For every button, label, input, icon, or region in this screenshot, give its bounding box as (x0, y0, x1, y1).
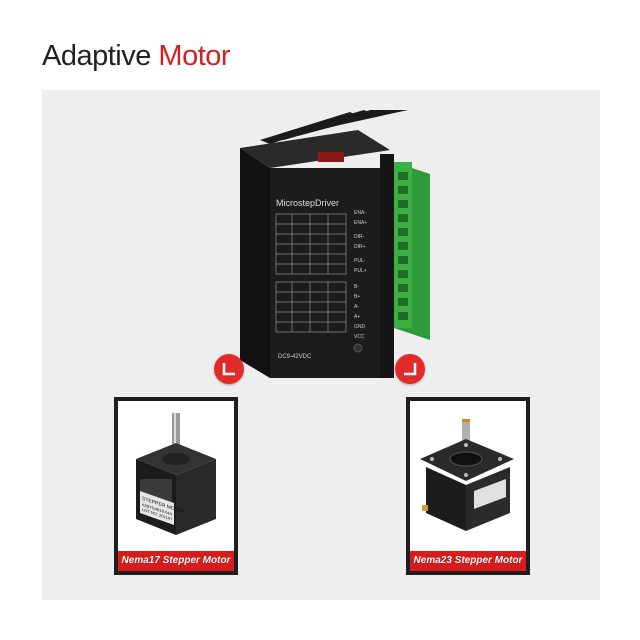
driver-label: MicrostepDriver (276, 198, 339, 208)
title-main: Adaptive (42, 40, 151, 72)
terminal-label: ENA- (354, 210, 366, 216)
terminal-label: DIR- (354, 234, 365, 240)
nema23-motor-image (420, 419, 514, 531)
terminal-label: B+ (354, 294, 360, 300)
nema17-motor-image: STEPPER MOTOR 42BYG4818-04A LOT NO: 2021… (136, 413, 216, 535)
page-title: Adaptive Motor (42, 40, 231, 73)
stepper-driver-image: MicrostepDriver DC9-42VDC ENA- ENA+ (240, 110, 430, 378)
nema23-label: Nema23 Stepper Motor (410, 551, 526, 571)
connector-badge-left (214, 354, 244, 384)
terminal-label: DIR+ (354, 244, 366, 250)
motor-card-nema17: STEPPER MOTOR 42BYG4818-04A LOT NO: 2021… (114, 397, 238, 575)
terminal-label: VCC (354, 334, 365, 340)
motor-card-nema23: Nema23 Stepper Motor (406, 397, 530, 575)
title-accent: Motor (158, 40, 231, 72)
terminal-label: ENA+ (354, 220, 367, 226)
corner-right-icon (404, 363, 417, 376)
terminal-label: A- (354, 304, 359, 310)
driver-voltage: DC9-42VDC (278, 354, 312, 360)
corner-left-icon (222, 363, 235, 376)
terminal-label: PUL- (354, 258, 366, 264)
motor-card-body: Nema23 Stepper Motor (410, 401, 526, 571)
nema17-label: Nema17 Stepper Motor (118, 551, 234, 571)
terminal-label: A+ (354, 314, 360, 320)
terminal-label: GND (354, 324, 366, 330)
terminal-label: PUL+ (354, 268, 367, 274)
connector-badge-right (395, 354, 425, 384)
motor-card-body: STEPPER MOTOR 42BYG4818-04A LOT NO: 2021… (118, 401, 234, 571)
terminal-label: B- (354, 284, 359, 290)
product-panel: MicrostepDriver DC9-42VDC ENA- ENA+ (42, 90, 600, 600)
